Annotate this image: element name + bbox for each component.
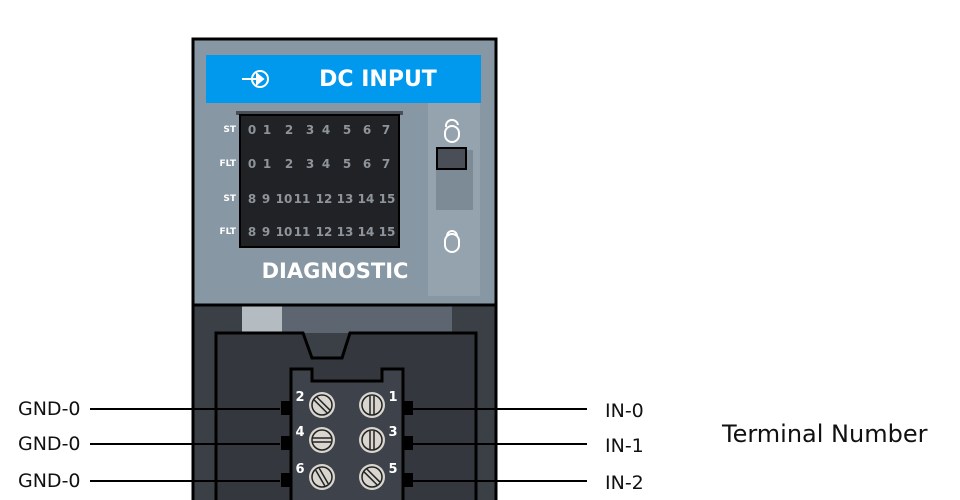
terminal-number: 2 <box>295 390 304 405</box>
wire-label-left: GND-0 <box>18 398 81 420</box>
led-indicator: 10 <box>276 192 293 206</box>
housing-highlight <box>242 303 282 333</box>
terminal-number: 4 <box>295 425 304 440</box>
terminal-contact <box>281 436 291 450</box>
led-indicator: 2 <box>285 123 293 137</box>
led-row-label: FLT <box>219 227 236 237</box>
terminal-screw-icon[interactable] <box>359 464 385 490</box>
terminal-contact <box>281 473 291 487</box>
led-indicator: 15 <box>379 192 396 206</box>
led-indicator: 1 <box>263 123 271 137</box>
terminal-screw-icon[interactable] <box>359 427 385 453</box>
terminal-screw-icon[interactable] <box>309 427 335 453</box>
led-row-label: FLT <box>219 159 236 169</box>
led-panel-rim <box>236 111 403 115</box>
led-indicator: 9 <box>262 225 270 239</box>
wire-label-right: IN-1 <box>605 435 644 457</box>
terminal-screw-icon[interactable] <box>309 464 335 490</box>
led-indicator: 5 <box>343 123 351 137</box>
led-indicator: 12 <box>316 225 333 239</box>
led-indicator: 0 <box>248 157 256 171</box>
lock-slider-handle[interactable] <box>436 147 467 170</box>
led-indicator: 5 <box>343 157 351 171</box>
terminal-contact <box>403 436 413 450</box>
led-indicator: 15 <box>379 225 396 239</box>
led-indicator: 6 <box>363 123 371 137</box>
led-indicator: 11 <box>294 192 311 206</box>
terminal-contact <box>281 401 291 415</box>
led-panel <box>239 114 400 248</box>
led-indicator: 3 <box>306 157 314 171</box>
led-indicator: 4 <box>322 123 330 137</box>
led-indicator: 14 <box>358 225 375 239</box>
led-indicator: 8 <box>248 192 256 206</box>
led-indicator: 10 <box>276 225 293 239</box>
led-indicator: 6 <box>363 157 371 171</box>
terminal-screw-icon[interactable] <box>359 392 385 418</box>
led-indicator: 13 <box>337 192 354 206</box>
led-indicator: 9 <box>262 192 270 206</box>
input-arrow-circle-icon <box>242 70 269 88</box>
unlocked-icon <box>444 118 460 143</box>
led-indicator: 2 <box>285 157 293 171</box>
diagnostic-label: DIAGNOSTIC <box>262 259 409 283</box>
led-indicator: 14 <box>358 192 375 206</box>
terminal-number: 1 <box>388 390 397 405</box>
terminal-number: 5 <box>388 462 397 477</box>
led-indicator: 0 <box>248 123 256 137</box>
led-indicator: 11 <box>294 225 311 239</box>
housing-shade <box>282 303 452 333</box>
terminal-contact <box>403 473 413 487</box>
terminal-number-legend: Terminal Number <box>721 420 928 448</box>
terminal-contact <box>403 401 413 415</box>
led-indicator: 7 <box>382 157 390 171</box>
led-indicator: 12 <box>316 192 333 206</box>
terminal-block <box>289 367 405 500</box>
module-title: DC INPUT <box>319 67 437 92</box>
terminal-number: 6 <box>295 462 304 477</box>
led-indicator: 4 <box>322 157 330 171</box>
led-indicator: 13 <box>337 225 354 239</box>
wire-label-right: IN-0 <box>605 400 644 422</box>
led-indicator: 8 <box>248 225 256 239</box>
led-row-label: ST <box>223 125 236 135</box>
led-indicator: 7 <box>382 123 390 137</box>
led-indicator: 1 <box>263 157 271 171</box>
wire-label-left: GND-0 <box>18 433 81 455</box>
locked-icon <box>444 230 460 253</box>
led-indicator: 3 <box>306 123 314 137</box>
terminal-screw-icon[interactable] <box>309 392 335 418</box>
wire-label-right: IN-2 <box>605 472 644 494</box>
led-row-label: ST <box>223 194 236 204</box>
terminal-number: 3 <box>388 425 397 440</box>
wire-label-left: GND-0 <box>18 470 81 492</box>
